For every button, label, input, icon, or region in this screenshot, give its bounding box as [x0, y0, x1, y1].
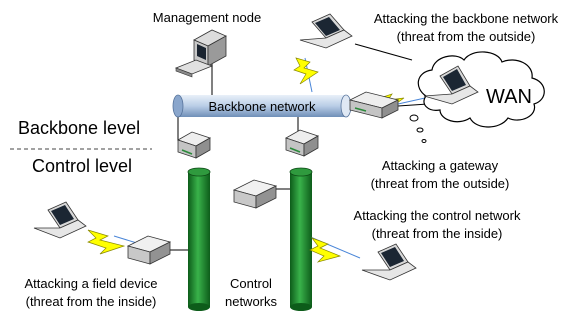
attack-control-label-line1: Attacking the control network: [354, 208, 521, 223]
router-icon: [232, 179, 278, 209]
laptop-icon: [33, 201, 87, 239]
backbone-level-label: Backbone level: [18, 118, 140, 138]
control-pipe-left: [187, 167, 211, 311]
laptop-icon: [361, 243, 417, 281]
control-networks-label-line1: Control: [230, 276, 272, 291]
router-icon: [126, 235, 172, 265]
cloud-trail: [409, 114, 427, 143]
backbone-pipe: [172, 94, 352, 118]
control-level-label: Control level: [32, 156, 132, 176]
router-icon: [285, 129, 319, 157]
lightning-icon: [293, 57, 319, 85]
attack-field-label-line1: Attacking a field device: [25, 276, 158, 291]
wan-label: WAN: [486, 86, 532, 108]
laptop-icon: [299, 13, 353, 49]
control-networks-label-line2: networks: [225, 294, 278, 309]
lightning-icon: [87, 229, 126, 255]
management-node-label: Management node: [153, 10, 261, 25]
control-pipe-right: [289, 167, 313, 311]
backbone-network-label: Backbone network: [209, 99, 316, 114]
attack-gateway-label-line1: Attacking a gateway: [382, 158, 499, 173]
attack-backbone-label-line2: (threat from the outside): [397, 29, 536, 44]
router-icon: [177, 131, 211, 159]
laptop-icon: [423, 65, 479, 105]
computer-icon: [174, 29, 227, 78]
attack-control-label-line2: (threat from the inside): [372, 226, 503, 241]
lightning-icon: [309, 237, 342, 263]
attack-backbone-label-line1: Attacking the backbone network: [374, 11, 559, 26]
attack-gateway-label-line2: (threat from the outside): [371, 176, 510, 191]
attack-field-label-line2: (threat from the inside): [26, 294, 157, 309]
router-icon: [348, 91, 400, 119]
